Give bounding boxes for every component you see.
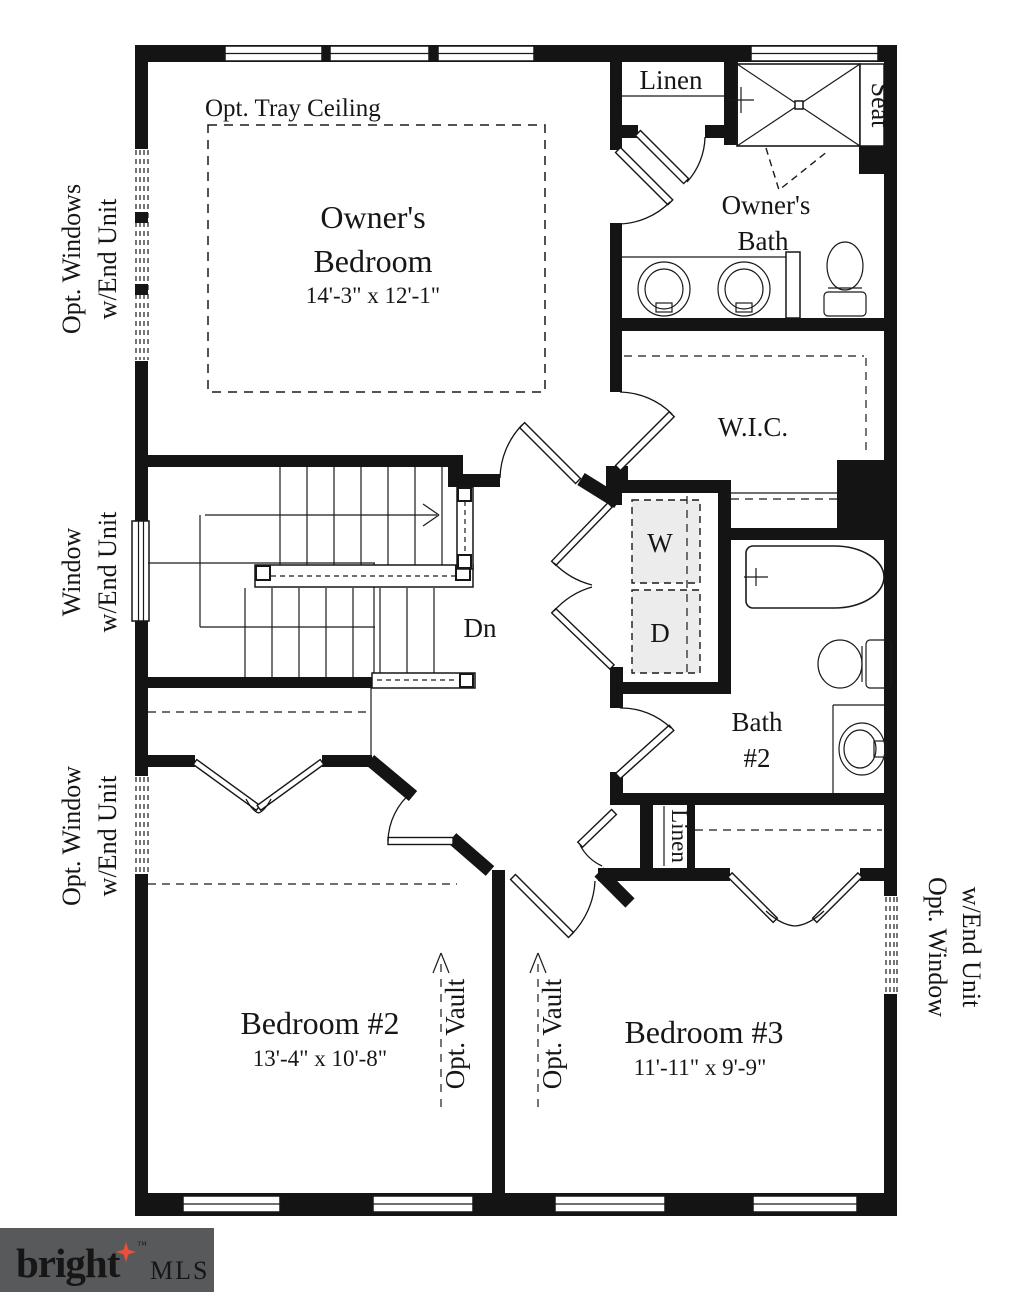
stair-railing-middle bbox=[254, 564, 474, 588]
top-window bbox=[224, 45, 535, 62]
seat-label: Seat bbox=[866, 83, 895, 129]
stair-landing-lines bbox=[148, 515, 375, 674]
opt-window-right-label-2: w/End Unit bbox=[957, 887, 986, 1008]
bathtub bbox=[744, 545, 885, 609]
bedroom3-label: Bedroom #3 bbox=[624, 1014, 783, 1050]
opt-windows-left bbox=[133, 149, 149, 361]
opt-vault-b2-label: Opt. Vault bbox=[440, 978, 470, 1089]
bedroom2-dims: 13'-4" x 10'-8" bbox=[253, 1046, 387, 1071]
opt-window-left bbox=[133, 776, 149, 874]
stair-railing-bottom bbox=[371, 672, 476, 689]
opt-window-right bbox=[883, 896, 899, 994]
tray-ceiling-label: Opt. Tray Ceiling bbox=[205, 95, 381, 122]
owners-bath-label-1: Owner's bbox=[722, 190, 811, 220]
bedroom2-closet-doors bbox=[192, 758, 325, 814]
staircase bbox=[148, 467, 476, 689]
owners-bedroom-door bbox=[614, 146, 674, 225]
shower-seat bbox=[859, 63, 885, 147]
owners-bedroom-dims: 14'-3" x 12'-1" bbox=[306, 283, 440, 308]
logo-background bbox=[0, 1228, 214, 1292]
owners-bedroom-label-1: Owner's bbox=[320, 199, 425, 235]
linen-lower-label: Linen bbox=[667, 809, 692, 863]
bath2-door bbox=[614, 707, 675, 780]
owners-bath-label-2: Bath bbox=[738, 226, 789, 256]
labels: Opt. Tray Ceiling Owner's Bedroom 14'-3"… bbox=[57, 65, 986, 1089]
bottom-windows bbox=[182, 1195, 858, 1213]
opt-window-label-1: Opt. Window bbox=[57, 766, 86, 906]
windows bbox=[131, 45, 899, 1213]
bath2-label-1: Bath bbox=[732, 707, 783, 737]
washer-label: W bbox=[647, 528, 673, 558]
logo-brand-text: bright bbox=[16, 1240, 121, 1286]
bedroom2-door bbox=[387, 791, 454, 846]
bedroom2-label: Bedroom #2 bbox=[240, 1005, 399, 1041]
opt-vault-b3-label: Opt. Vault bbox=[537, 978, 567, 1089]
washer bbox=[631, 499, 701, 584]
shower-door-swing bbox=[765, 147, 829, 192]
top-window-shower bbox=[750, 45, 879, 62]
laundry-bifold-doors bbox=[550, 501, 616, 671]
vanity bbox=[622, 251, 801, 319]
window-label-1: Window bbox=[57, 528, 86, 617]
logo-mls-text: MLS bbox=[150, 1256, 209, 1285]
toilet-bath2 bbox=[817, 639, 892, 689]
bedroom3-dims: 11'-11" x 9'-9" bbox=[634, 1055, 767, 1080]
linen-lower-door bbox=[576, 808, 618, 867]
logo-star-icon bbox=[116, 1242, 136, 1262]
window-left bbox=[131, 520, 150, 622]
bedroom3-door bbox=[509, 873, 596, 939]
brand-logo: bright ™ MLS bbox=[0, 1228, 214, 1292]
opt-window-label-2: w/End Unit bbox=[93, 775, 122, 896]
linen-upper-label: Linen bbox=[640, 65, 703, 95]
stair-treads-upper bbox=[279, 467, 443, 565]
tray-ceiling-outline bbox=[207, 124, 546, 393]
opt-windows-label-1: Opt. Windows bbox=[57, 184, 86, 334]
dryer-label: D bbox=[650, 618, 670, 648]
dashed-guides bbox=[148, 124, 882, 885]
bedroom3-closet-doors bbox=[726, 871, 864, 927]
opt-vault-arrows bbox=[432, 952, 547, 1107]
owners-bedroom-label-2: Bedroom bbox=[313, 243, 432, 279]
shower bbox=[728, 63, 861, 147]
stair-railing-vertical bbox=[456, 486, 474, 570]
dryer bbox=[631, 496, 701, 678]
wic-label: W.I.C. bbox=[718, 412, 788, 442]
linen-upper-door bbox=[634, 129, 706, 185]
hall-door bbox=[499, 421, 582, 485]
interior-walls bbox=[135, 45, 897, 1193]
stairs-dn-label: Dn bbox=[464, 613, 497, 643]
fixtures bbox=[622, 63, 892, 866]
toilet-owners-bath bbox=[823, 241, 867, 317]
doors bbox=[192, 129, 864, 939]
logo-tm: ™ bbox=[137, 1240, 147, 1251]
sink-bath2 bbox=[832, 704, 887, 793]
stair-treads-lower bbox=[244, 588, 435, 677]
window-label-2: w/End Unit bbox=[93, 511, 122, 632]
wic-door bbox=[614, 391, 676, 472]
bath2-label-2: #2 bbox=[744, 743, 771, 773]
opt-windows-label-2: w/End Unit bbox=[93, 198, 122, 319]
stair-direction-arrow bbox=[205, 503, 440, 527]
opt-window-right-label-1: Opt. Window bbox=[923, 877, 952, 1017]
